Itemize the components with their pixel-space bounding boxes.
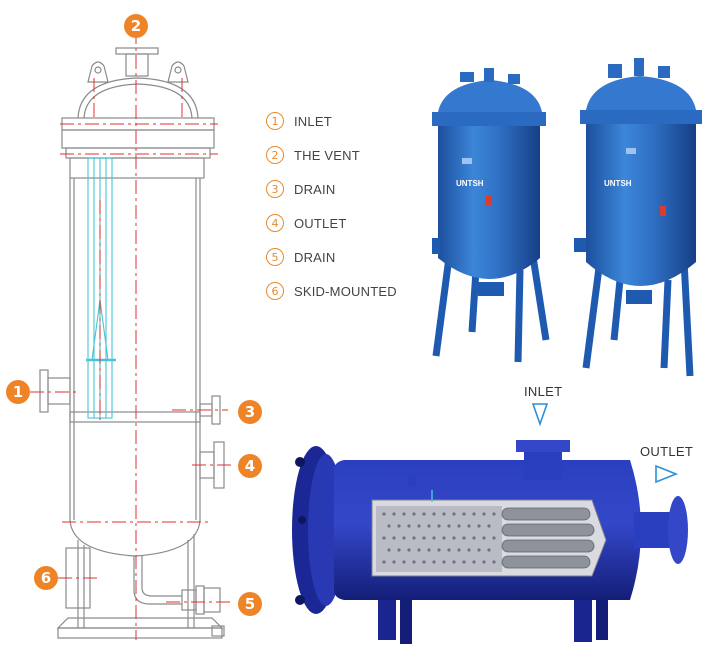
- legend-number: 5: [266, 248, 284, 266]
- legend-label: INLET: [294, 113, 332, 129]
- legend-item: 2 THE VENT: [266, 138, 397, 172]
- callout-5: 5: [238, 592, 262, 616]
- inlet-label: INLET: [524, 384, 563, 399]
- legend-item: 1 INLET: [266, 104, 397, 138]
- legend-number: 1: [266, 112, 284, 130]
- legend-item: 5 DRAIN: [266, 240, 397, 274]
- legend-label: THE VENT: [294, 147, 360, 163]
- legend-label: SKID-MOUNTED: [294, 283, 397, 299]
- outlet-arrow-icon: [655, 464, 679, 484]
- legend-number: 6: [266, 282, 284, 300]
- vessel-b-brand: UNTSH: [604, 179, 632, 188]
- callout-6: 6: [34, 566, 58, 590]
- inlet-arrow-icon: [531, 403, 549, 427]
- legend-label: OUTLET: [294, 215, 347, 231]
- horizontal-vessel: [292, 440, 688, 644]
- vent-pipe: [125, 53, 149, 77]
- legend-label: DRAIN: [294, 249, 336, 265]
- vessel-a-brand: UNTSH: [456, 179, 484, 188]
- tube-sheet: [69, 411, 201, 423]
- bottom-dome: [69, 519, 201, 557]
- legend-number: 4: [266, 214, 284, 232]
- legend-number: 3: [266, 180, 284, 198]
- lifting-lug-left: [87, 61, 109, 83]
- callout-3: 3: [238, 400, 262, 424]
- outlet-label: OUTLET: [640, 444, 694, 459]
- top-dome: [77, 77, 199, 119]
- vessel-a: UNTSH: [432, 68, 550, 363]
- lifting-lug-right: [167, 61, 189, 83]
- centerlines: [30, 30, 234, 640]
- legend: 1 INLET 2 THE VENT 3 DRAIN 4 OUTLET 5 DR…: [266, 104, 397, 308]
- callout-1: 1: [6, 380, 30, 404]
- legend-label: DRAIN: [294, 181, 336, 197]
- legend-item: 3 DRAIN: [266, 172, 397, 206]
- callout-2: 2: [124, 14, 148, 38]
- callout-4: 4: [238, 454, 262, 478]
- legend-number: 2: [266, 146, 284, 164]
- legend-item: 4 OUTLET: [266, 206, 397, 240]
- legend-item: 6 SKID-MOUNTED: [266, 274, 397, 308]
- vessel-b: UNTSH: [574, 58, 702, 377]
